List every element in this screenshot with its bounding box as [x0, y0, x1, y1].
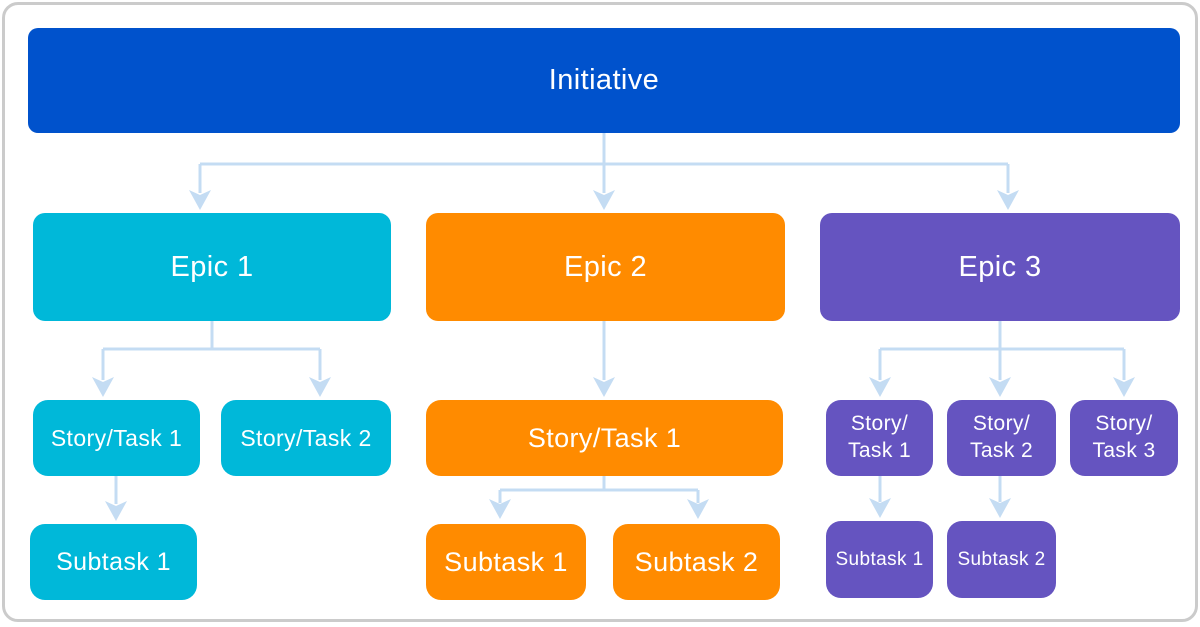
- node-label-line1: Story/: [850, 412, 909, 436]
- node-label-line1: Story/: [1095, 412, 1153, 436]
- node-epic-1: Epic 1: [33, 213, 391, 321]
- node-epic3-story-3: Story/ Task 3: [1070, 400, 1178, 476]
- node-epic1-story-1: Story/Task 1: [33, 400, 200, 476]
- node-epic1-story-2: Story/Task 2: [221, 400, 391, 476]
- node-epic-3: Epic 3: [820, 213, 1180, 321]
- node-label: Initiative: [548, 64, 660, 96]
- connector-epic3-to-stories: [869, 321, 1135, 397]
- node-label-line1: Story/: [972, 412, 1031, 436]
- node-label: Subtask 2: [634, 546, 759, 577]
- connector-epic2-story-to-subtasks: [489, 476, 709, 519]
- node-label: Subtask 1: [56, 547, 171, 576]
- node-label: Story/Task 1: [527, 422, 682, 453]
- node-label: Story/Task 1: [50, 424, 183, 451]
- node-epic2-story-1: Story/Task 1: [426, 400, 783, 476]
- node-label: Story/Task 2: [240, 424, 372, 451]
- connector-epic1-story-to-subtask: [105, 476, 127, 521]
- connector-epic3-stories-to-subtasks: [869, 476, 1011, 518]
- node-label-line2: Task 1: [847, 439, 912, 462]
- node-label: Epic 3: [958, 250, 1042, 283]
- node-epic3-story-2: Story/ Task 2: [947, 400, 1056, 476]
- node-initiative: Initiative: [28, 28, 1180, 133]
- node-epic3-subtask-1: Subtask 1: [826, 521, 933, 598]
- node-label: Subtask 1: [835, 548, 924, 570]
- node-epic1-subtask-1: Subtask 1: [30, 524, 197, 600]
- node-label: Subtask 2: [957, 548, 1046, 570]
- node-label-line2: Task 2: [969, 439, 1034, 462]
- connector-epic2-to-story: [593, 321, 615, 397]
- node-epic2-subtask-1: Subtask 1: [426, 524, 586, 600]
- node-label: Epic 1: [170, 250, 254, 283]
- node-epic2-subtask-2: Subtask 2: [613, 524, 780, 600]
- connector-epic1-to-stories: [92, 321, 331, 397]
- node-label: Epic 2: [564, 250, 647, 283]
- node-epic3-story-1: Story/ Task 1: [826, 400, 933, 476]
- node-epic-2: Epic 2: [426, 213, 785, 321]
- node-label-line2: Task 3: [1092, 439, 1156, 462]
- node-label: Subtask 1: [444, 546, 568, 577]
- connector-initiative-to-epics: [189, 133, 1019, 210]
- node-epic3-subtask-2: Subtask 2: [947, 521, 1056, 598]
